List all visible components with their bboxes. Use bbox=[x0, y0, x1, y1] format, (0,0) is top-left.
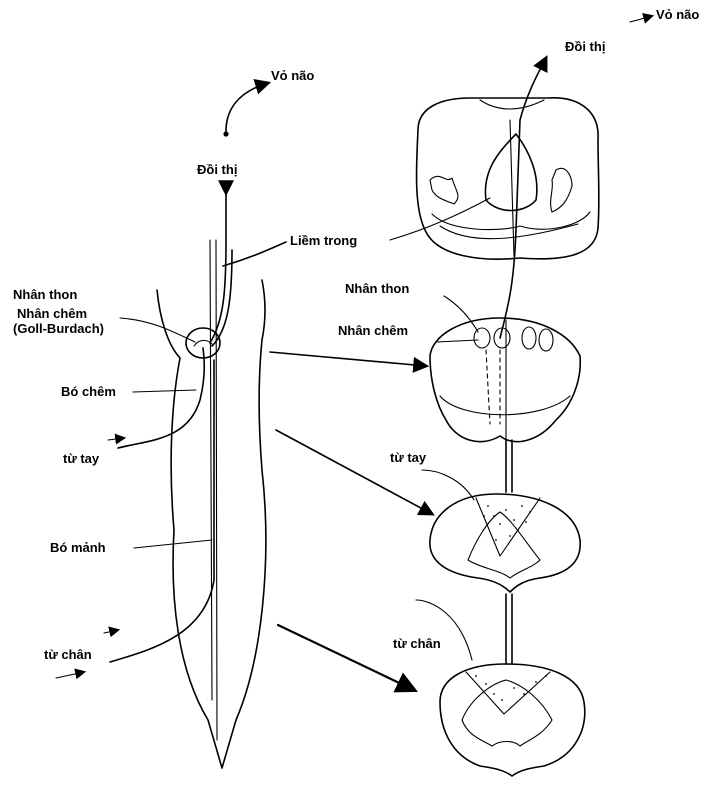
label-thalamus-right: Đồi thị bbox=[565, 40, 605, 55]
label-from-hand-left: từ tay bbox=[63, 452, 99, 467]
medulla-section-top bbox=[416, 98, 598, 259]
label-cortex-top: Vỏ não bbox=[656, 8, 699, 23]
label-cuneate-nucleus-right: Nhân chêm bbox=[338, 324, 408, 339]
fibers-left bbox=[56, 83, 286, 678]
label-gracile-fasciculus: Bó mảnh bbox=[50, 541, 106, 556]
stipple-cervical bbox=[483, 505, 531, 541]
spinal-section-cervical bbox=[430, 494, 580, 592]
medulla-section-middle bbox=[430, 318, 580, 442]
label-cuneate-fasciculus: Bó chêm bbox=[61, 385, 116, 400]
label-cortex-left: Vỏ não bbox=[271, 69, 314, 84]
label-goll-burdach: (Goll-Burdach) bbox=[13, 322, 104, 337]
label-from-foot-right: từ chân bbox=[393, 637, 441, 652]
label-gracile-nucleus-left: Nhân thon bbox=[13, 288, 77, 303]
label-from-hand-right: từ tay bbox=[390, 451, 426, 466]
label-medial-lemniscus: Liềm trong bbox=[290, 234, 357, 249]
label-thalamus-left: Đồi thị bbox=[197, 163, 237, 178]
label-from-foot-left: từ chân bbox=[44, 648, 92, 663]
label-cuneate-nucleus-left: Nhân chêm bbox=[17, 307, 87, 322]
spinal-section-lumbar bbox=[440, 664, 585, 776]
stipple-lumbar bbox=[475, 675, 547, 701]
spinal-cord-outline bbox=[157, 240, 266, 768]
label-gracile-nucleus-right: Nhân thon bbox=[345, 282, 409, 297]
fibers-right bbox=[390, 16, 652, 664]
